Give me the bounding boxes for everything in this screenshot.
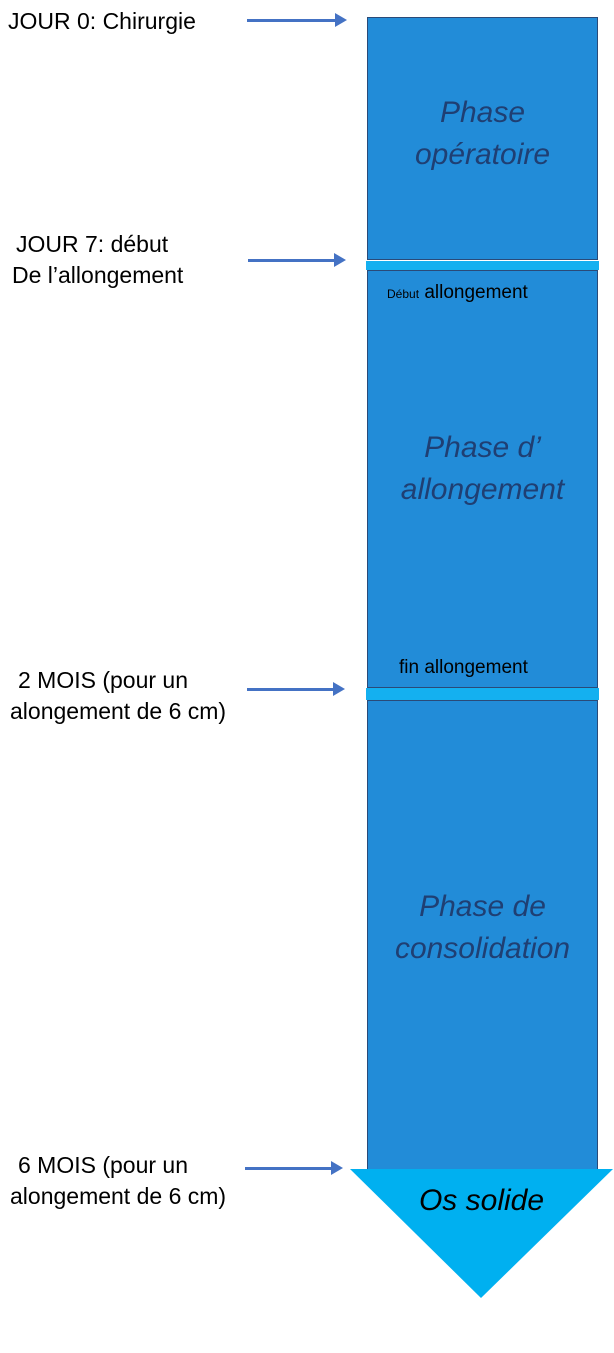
label-6-mois-line1: 6 MOIS (pour un bbox=[18, 1152, 189, 1178]
phase-allongement-box: Début allongement Phase d’ allongement f… bbox=[367, 270, 598, 688]
phase-operatoire-title: Phase opératoire bbox=[414, 96, 551, 171]
label-2-mois-line2: alongement de 6 cm) bbox=[10, 698, 227, 724]
separator-fin-allongement bbox=[366, 688, 599, 700]
result-label: Os solide bbox=[418, 1184, 545, 1217]
label-2-mois: 2 MOIS (pour un alongement de 6 cm) bbox=[10, 665, 226, 727]
label-jour-0: JOUR 0: Chirurgie bbox=[8, 8, 196, 34]
arrow-jour-0 bbox=[247, 13, 347, 27]
arrow-6-mois bbox=[245, 1161, 343, 1175]
label-jour-7: JOUR 7: début De l’allongement bbox=[12, 229, 183, 291]
debut-allongement-label: Début allongement bbox=[387, 282, 528, 303]
label-jour-7-line1: JOUR 7: début bbox=[16, 231, 169, 257]
phase-allongement-title: Phase d’ allongement bbox=[400, 431, 565, 506]
result-arrowhead-shape bbox=[350, 1169, 613, 1298]
fin-allongement-label: fin allongement bbox=[399, 657, 528, 678]
separator-debut-allongement bbox=[366, 261, 599, 270]
phase-operatoire-box: Phase opératoire bbox=[367, 17, 598, 260]
label-6-mois-line2: alongement de 6 cm) bbox=[10, 1183, 227, 1209]
label-2-mois-line1: 2 MOIS (pour un bbox=[18, 667, 189, 693]
result-arrowhead bbox=[350, 1169, 613, 1298]
phase-consolidation-box: Phase de consolidation bbox=[367, 700, 598, 1173]
arrow-jour-7 bbox=[248, 253, 346, 267]
phase-consolidation-title: Phase de consolidation bbox=[394, 890, 571, 965]
label-jour-7-line2: De l’allongement bbox=[12, 262, 184, 288]
label-6-mois: 6 MOIS (pour un alongement de 6 cm) bbox=[10, 1150, 226, 1212]
arrow-2-mois bbox=[247, 682, 345, 696]
